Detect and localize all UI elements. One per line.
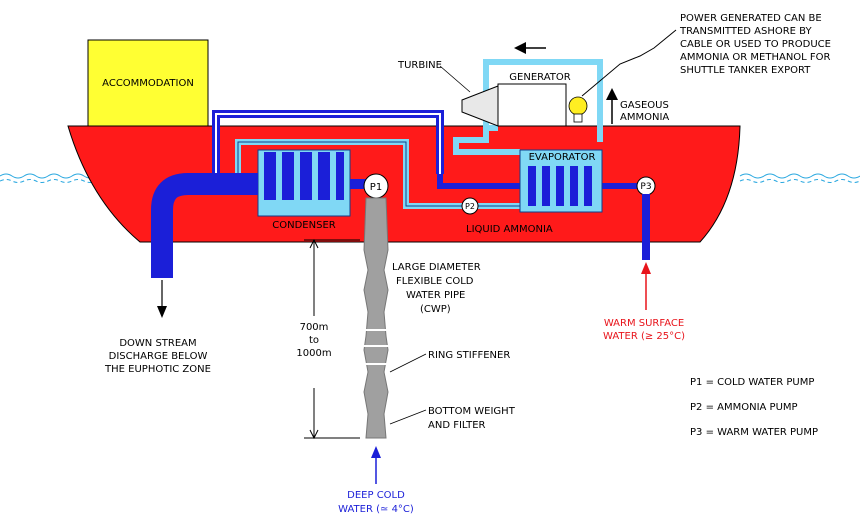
ammonia-to-turbine xyxy=(453,128,520,155)
warm-intake-pipe xyxy=(642,194,650,260)
ring-stiffener-leader xyxy=(389,353,427,373)
power-note-leader xyxy=(581,29,677,97)
ring-stiffener-label: RING STIFFENER xyxy=(428,350,510,361)
ring-stiffeners xyxy=(362,329,390,365)
depth-label-1: 700m xyxy=(300,322,329,333)
legend-p2: P2 = AMMONIA PUMP xyxy=(690,402,798,413)
discharge-arrowhead xyxy=(157,306,167,318)
power-note: POWER GENERATED CAN BE TRANSMITTED ASHOR… xyxy=(679,13,831,76)
deep-cold-arrowhead xyxy=(371,446,381,458)
cwp-label-3: WATER PIPE xyxy=(406,290,465,301)
deep-cold-label-1: DEEP COLD xyxy=(347,490,405,501)
warm-surface-label-1: WARM SURFACE xyxy=(604,318,684,329)
pump-p2 xyxy=(461,197,479,215)
depth-dimension xyxy=(304,238,360,440)
svg-text:SHUTTLE TANKER EXPORT: SHUTTLE TANKER EXPORT xyxy=(680,65,811,76)
pump-p3-label: P3 xyxy=(640,182,651,192)
depth-label-3: 1000m xyxy=(296,348,331,359)
gaseous-ammonia-label-2: AMMONIA xyxy=(620,112,669,123)
bottom-weight-leader xyxy=(389,409,427,425)
warm-water-arrowhead xyxy=(641,262,651,274)
evaporator-label: EVAPORATOR xyxy=(529,152,596,163)
generator-box xyxy=(497,83,567,127)
discharge-label-2: DISCHARGE BELOW xyxy=(109,351,208,362)
lightbulb-icon xyxy=(568,96,588,123)
generator-label: GENERATOR xyxy=(509,72,570,83)
svg-text:TRANSMITTED ASHORE BY: TRANSMITTED ASHORE BY xyxy=(679,26,812,37)
liquid-ammonia-label: LIQUID AMMONIA xyxy=(466,224,553,235)
legend-p3: P3 = WARM WATER PUMP xyxy=(690,427,818,438)
seawater-loop-inner xyxy=(215,113,441,174)
svg-text:POWER GENERATED CAN BE: POWER GENERATED CAN BE xyxy=(680,13,822,24)
discharge-elbow xyxy=(151,173,258,278)
pump-p2-label: P2 xyxy=(465,202,475,211)
bottom-weight-label-1: BOTTOM WEIGHT xyxy=(428,406,516,417)
ammonia-loop-outline xyxy=(237,141,560,207)
svg-text:AMMONIA OR METHANOL FOR: AMMONIA OR METHANOL FOR xyxy=(680,52,831,63)
cwp-label-1: LARGE DIAMETER xyxy=(392,262,481,273)
evaporator-fins xyxy=(528,166,592,206)
accommodation-block xyxy=(87,39,209,127)
svg-text:CABLE OR USED TO PRODUCE: CABLE OR USED TO PRODUCE xyxy=(680,39,831,50)
condenser-fins xyxy=(264,152,344,200)
legend-p1: P1 = COLD WATER PUMP xyxy=(690,377,814,388)
cwp-label-2: FLEXIBLE COLD xyxy=(396,276,474,287)
warm-surface-label-2: WATER (≥ 25°C) xyxy=(603,331,685,342)
depth-label-2: to xyxy=(309,335,319,346)
bottom-weight-label-2: AND FILTER xyxy=(428,420,486,431)
cwp-label-4: (CWP) xyxy=(420,304,451,315)
gaseous-ammonia-label-1: GASEOUS xyxy=(620,100,669,111)
condenser-label: CONDENSER xyxy=(272,220,335,231)
pump-legend: P1 = COLD WATER PUMP P2 = AMMONIA PUMP P… xyxy=(690,377,818,438)
sea-waves-right xyxy=(739,173,860,183)
ammonia-upper-loop xyxy=(483,59,603,142)
discharge-label-3: THE EUPHOTIC ZONE xyxy=(104,364,211,375)
pump-p1-label: P1 xyxy=(370,182,382,193)
deep-cold-label-2: WATER (≃ 4°C) xyxy=(338,504,414,515)
accommodation-label: ACCOMMODATION xyxy=(102,78,194,89)
turbine-body xyxy=(461,85,499,127)
turbine-leader xyxy=(439,65,471,93)
cold-water-pipe xyxy=(363,197,389,439)
discharge-label-1: DOWN STREAM xyxy=(119,338,196,349)
turbine-label: TURBINE xyxy=(397,60,442,71)
